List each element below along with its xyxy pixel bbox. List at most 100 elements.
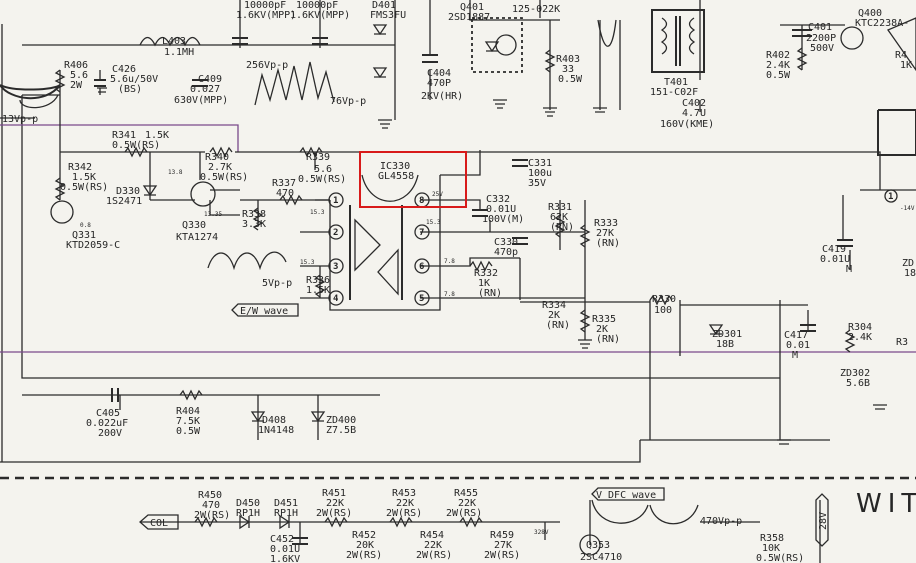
ic-pin-2 — [328, 224, 344, 240]
node-13-35: 13.35 — [204, 211, 222, 218]
pin-label-3: 3 — [333, 262, 338, 272]
ic-pin-5 — [414, 290, 430, 306]
c404-value1: 470P — [427, 78, 451, 89]
c409-label: C409 — [198, 74, 222, 85]
t401-label: T401 — [664, 77, 688, 88]
ic330-part: GL4558 — [378, 171, 414, 182]
r304-value: 2.4K — [848, 332, 872, 343]
r4x-label: R4 — [895, 50, 907, 61]
r337-value: 470 — [276, 188, 294, 199]
c409-value1: 0.027 — [190, 84, 220, 95]
c417-value1: 0.01 — [786, 340, 810, 351]
r335-label: R335 — [592, 314, 616, 325]
node-minus-14v: -14V — [900, 205, 915, 212]
r337-label: R337 — [272, 178, 296, 189]
r402-value1: 2.4K — [766, 60, 790, 71]
zd301-value: 18B — [716, 339, 734, 350]
r450-value2: 2W(RS) — [194, 510, 230, 521]
r333-value1: 27K — [596, 228, 614, 239]
r340-value1: 2.7K — [208, 162, 232, 173]
d401-label: D401 — [372, 0, 396, 11]
r4x-value: 1K — [900, 60, 912, 71]
node-25v: 25V — [432, 191, 443, 198]
l403-value: 1.1MH — [164, 47, 194, 58]
c419-value1: 0.01U — [820, 254, 850, 265]
r338-value: 3.3K — [242, 219, 266, 230]
c-top2-value: 1.6KV(MPP) — [290, 10, 350, 21]
r338-label: R338 — [242, 209, 266, 220]
r403-label: R403 — [556, 54, 580, 65]
q401-enclosure — [471, 17, 523, 73]
dfc-wave-label: V DFC wave — [596, 490, 656, 501]
r454-value2: 2W(RS) — [416, 550, 452, 561]
r454-value1: 22K — [424, 540, 442, 551]
r406-value1: 5.6 — [70, 70, 88, 81]
c405-value2: 200V — [98, 428, 122, 439]
r459-value2: 2W(RS) — [484, 550, 520, 561]
q331-label: Q331 — [72, 230, 96, 241]
v28-tag — [815, 493, 829, 547]
pin-label-right-1: 1 — [888, 192, 893, 202]
c402-label: C402 — [682, 98, 706, 109]
d330-part: 1S2471 — [106, 196, 142, 207]
node-328v: 328V — [534, 529, 549, 536]
c452-label: C452 — [270, 534, 294, 545]
zd302-label: ZD302 — [840, 368, 870, 379]
q353-part: 2SC4710 — [580, 552, 622, 563]
d451-label: D451 — [274, 498, 298, 509]
node-7-8-b: 7.8 — [444, 291, 455, 298]
d408-label: D408 — [262, 415, 286, 426]
c330-value: 470p — [494, 247, 518, 258]
c401-label: C401 — [808, 22, 832, 33]
r341-label: R341 — [112, 130, 136, 141]
c452-value2: 1.6KV — [270, 554, 300, 563]
zd301-label: ZD301 — [712, 329, 742, 340]
ic-pin-6 — [414, 258, 430, 274]
r451-value2: 2W(RS) — [316, 508, 352, 519]
r406-label: R406 — [64, 60, 88, 71]
r341-value2: 0.5W(RS) — [112, 140, 160, 151]
r334-value2: (RN) — [546, 320, 570, 331]
pin-label-6: 6 — [419, 262, 424, 272]
r404-label: R404 — [176, 406, 200, 417]
r332-value1: 1K — [478, 278, 490, 289]
c405-value1: 0.022uF — [86, 418, 128, 429]
q353-label: Q353 — [586, 540, 610, 551]
r333-label: R333 — [594, 218, 618, 229]
c417-label: C417 — [784, 330, 808, 341]
r451-value1: 22K — [326, 498, 344, 509]
q330-label: Q330 — [182, 220, 206, 231]
c-top1-value: 1.6KV(MPP) — [236, 10, 296, 21]
ic-pin-7 — [414, 224, 430, 240]
r459-value1: 27K — [494, 540, 512, 551]
r455-value2: 2W(RS) — [446, 508, 482, 519]
c419-label: C419 — [822, 244, 846, 255]
r341-value1: 1.5K — [145, 130, 169, 141]
r452-value2: 2W(RS) — [346, 550, 382, 561]
r334-label: R334 — [542, 300, 566, 311]
col-tag — [139, 514, 179, 530]
wave-256vpp: 256Vp-p — [246, 60, 288, 71]
c401-value2: 500V — [810, 43, 834, 54]
c331-value1: 100u — [528, 168, 552, 179]
r331-value2: (RN) — [550, 222, 574, 233]
node-15-3-a: 15.3 — [310, 209, 325, 216]
c419-value2: M — [846, 264, 852, 275]
zd400-label: ZD400 — [326, 415, 356, 426]
r453-value2: 2W(RS) — [386, 508, 422, 519]
pin-label-4: 4 — [333, 294, 339, 304]
c332-label: C332 — [486, 194, 510, 205]
r452-label: R452 — [352, 530, 376, 541]
ew-wave-tag — [231, 303, 299, 317]
r450-label: R450 — [198, 490, 222, 501]
r450-value1: 470 — [202, 500, 220, 511]
wave-5vpp: 5Vp-p — [262, 278, 292, 289]
r404-value2: 0.5W — [176, 426, 201, 437]
pin-1-right — [884, 189, 898, 203]
r3x-label: R3 — [896, 337, 908, 348]
r454-label: R454 — [420, 530, 444, 541]
q331-part: KTD2059-C — [66, 240, 120, 251]
c426-label: C426 — [112, 64, 136, 75]
c-top1-label: 10000pF — [244, 0, 286, 11]
c452-value1: 0.01U — [270, 544, 300, 555]
